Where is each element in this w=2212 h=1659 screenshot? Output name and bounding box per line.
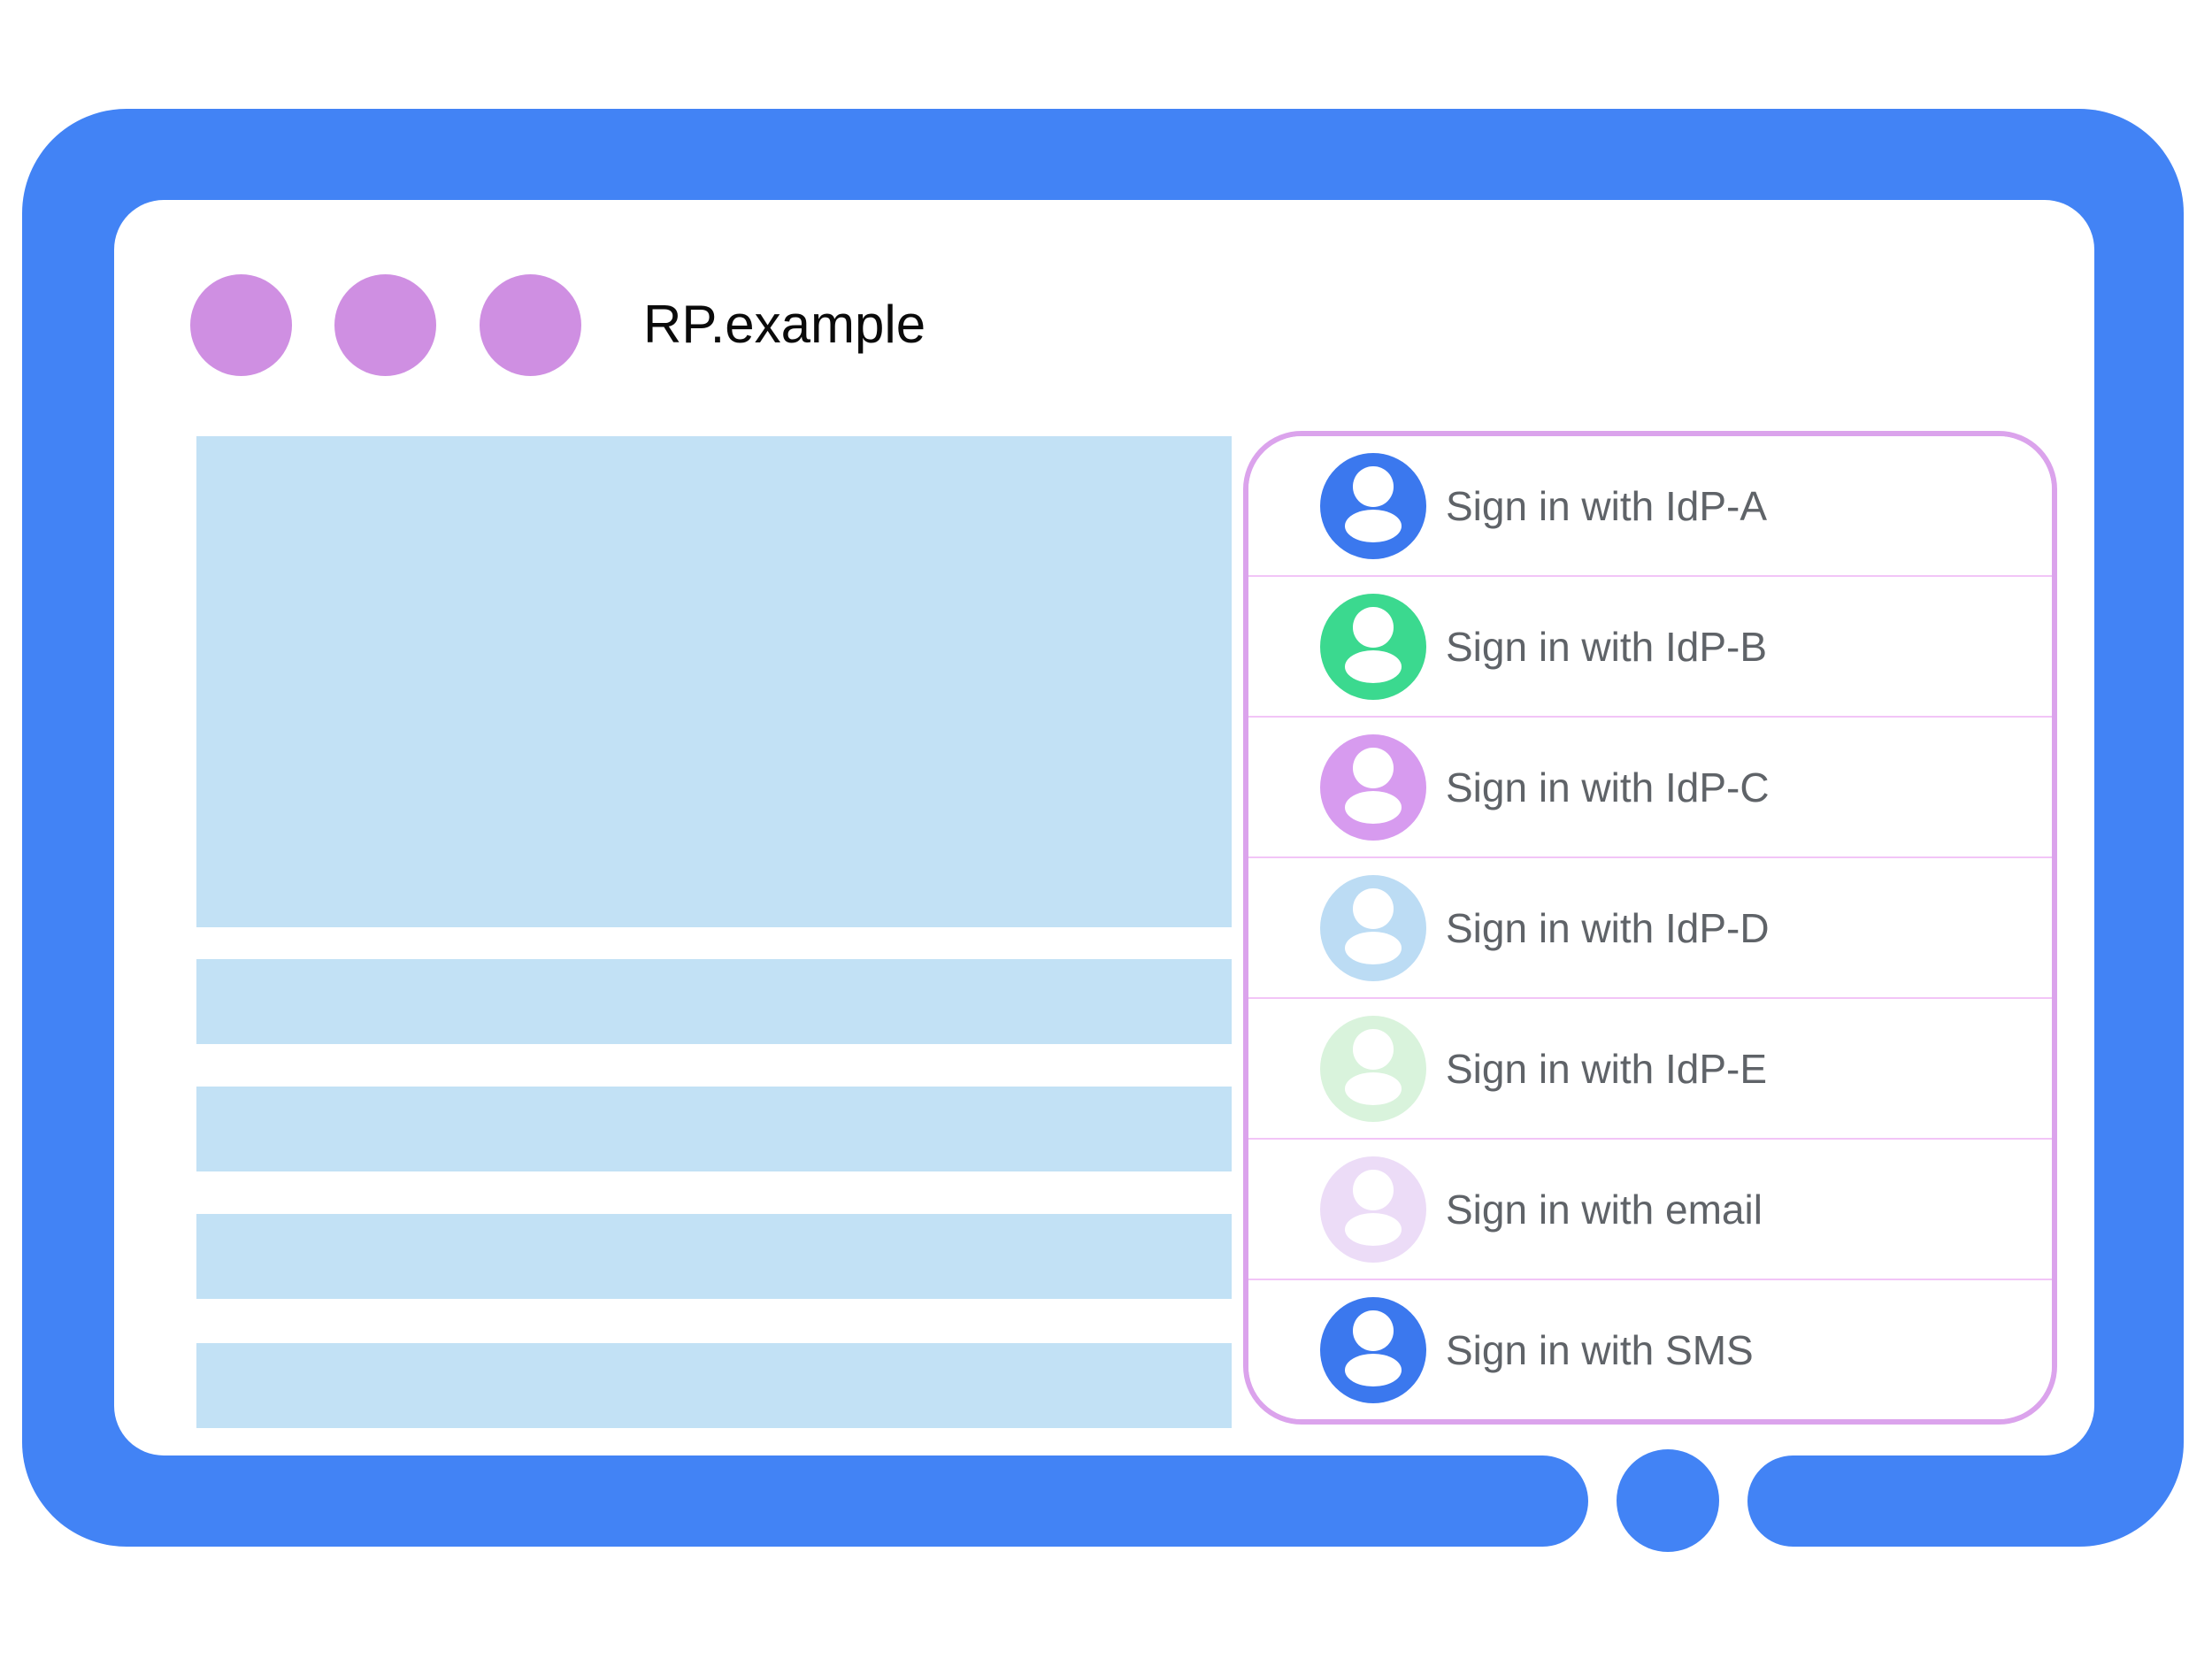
signin-option-idp-b[interactable]: Sign in with IdP-B — [1248, 577, 2052, 718]
signin-option-label: Sign in with email — [1446, 1186, 1763, 1233]
content-placeholder-hero — [196, 436, 1232, 927]
signin-option-sms[interactable]: Sign in with SMS — [1248, 1280, 2052, 1419]
content-placeholder-line — [196, 959, 1232, 1044]
user-avatar-icon — [1320, 1015, 1426, 1122]
signin-option-label: Sign in with IdP-B — [1446, 623, 1768, 670]
signin-option-label: Sign in with SMS — [1446, 1326, 1754, 1373]
user-avatar-icon — [1320, 593, 1426, 700]
site-title: RP.example — [643, 295, 926, 354]
user-avatar-icon — [1320, 1156, 1426, 1263]
signin-option-idp-a[interactable]: Sign in with IdP-A — [1248, 436, 2052, 577]
signin-option-label: Sign in with IdP-C — [1446, 764, 1770, 810]
signin-option-label: Sign in with IdP-A — [1446, 482, 1768, 529]
signin-option-label: Sign in with IdP-E — [1446, 1045, 1768, 1092]
user-avatar-icon — [1320, 452, 1426, 559]
signin-option-idp-d[interactable]: Sign in with IdP-D — [1248, 858, 2052, 999]
window-control-dot[interactable] — [334, 274, 436, 376]
content-placeholder-line — [196, 1214, 1232, 1299]
signin-option-label: Sign in with IdP-D — [1446, 904, 1770, 951]
content-placeholder-line — [196, 1087, 1232, 1171]
user-avatar-icon — [1320, 1296, 1426, 1403]
window-control-dot[interactable] — [190, 274, 292, 376]
signin-option-idp-e[interactable]: Sign in with IdP-E — [1248, 999, 2052, 1140]
user-avatar-icon — [1320, 733, 1426, 841]
user-avatar-icon — [1320, 874, 1426, 981]
home-button[interactable] — [1617, 1449, 1719, 1552]
window-control-dot[interactable] — [480, 274, 581, 376]
content-placeholder-line — [196, 1343, 1232, 1428]
signin-option-email[interactable]: Sign in with email — [1248, 1140, 2052, 1280]
signin-option-idp-c[interactable]: Sign in with IdP-C — [1248, 718, 2052, 858]
account-chooser-panel: Sign in with IdP-A Sign in with IdP-B Si… — [1243, 431, 2057, 1425]
